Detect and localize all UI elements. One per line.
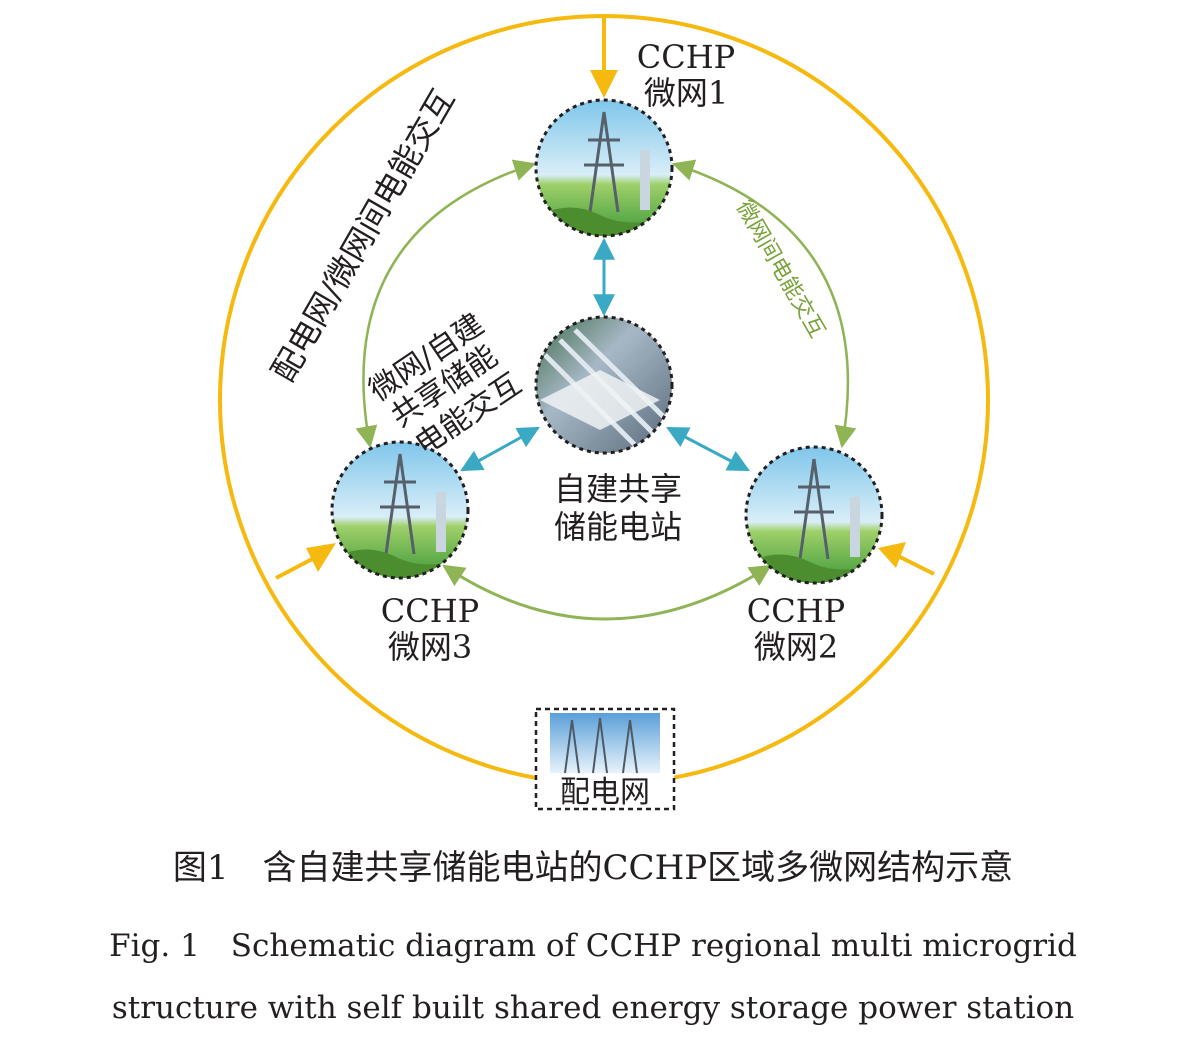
storage-label-line1: 自建共享 xyxy=(554,470,682,508)
yellow-arrow-top xyxy=(590,18,618,98)
microgrid-2-label-name: 微网2 xyxy=(754,628,838,666)
storage-label-line2: 储能电站 xyxy=(554,508,682,546)
green-edge-label: 微网间电能交互 xyxy=(731,197,830,343)
caption-english-line1: Fig. 1 Schematic diagram of CCHP regiona… xyxy=(109,928,1077,964)
microgrid-structure-diagram: CCHP 微网1 CCHP 微网3 CCHP 微网2 自建共享 储能电站 配电网… xyxy=(218,14,990,811)
microgrid-2-label-cchp: CCHP xyxy=(747,592,845,630)
green-arrow-1-3 xyxy=(355,159,537,449)
distribution-grid-node xyxy=(534,707,676,811)
green-arrow-3-2 xyxy=(442,564,772,621)
microgrid-1-node xyxy=(534,98,674,238)
green-arrow-1-2 xyxy=(671,159,857,449)
microgrid-3-label-name: 微网3 xyxy=(388,628,472,666)
yellow-arrow-right xyxy=(878,542,935,576)
grid-label: 配电网 xyxy=(560,775,650,810)
yellow-arrow-left xyxy=(275,543,336,580)
caption-english-line2: structure with self built shared energy … xyxy=(111,990,1075,1026)
microgrid-3-label-cchp: CCHP xyxy=(381,592,479,630)
storage-station-node xyxy=(534,315,674,455)
caption-chinese: 图1 含自建共享储能电站的CCHP区域多微网结构示意 xyxy=(172,848,1014,888)
blue-arrow-storage-2 xyxy=(666,426,750,472)
blue-arrow-storage-3 xyxy=(460,426,540,472)
microgrid-3-node xyxy=(330,440,470,580)
microgrid-1-label-cchp: CCHP xyxy=(637,38,735,76)
microgrid-1-label-name: 微网1 xyxy=(644,74,728,112)
microgrid-2-node xyxy=(744,445,884,585)
